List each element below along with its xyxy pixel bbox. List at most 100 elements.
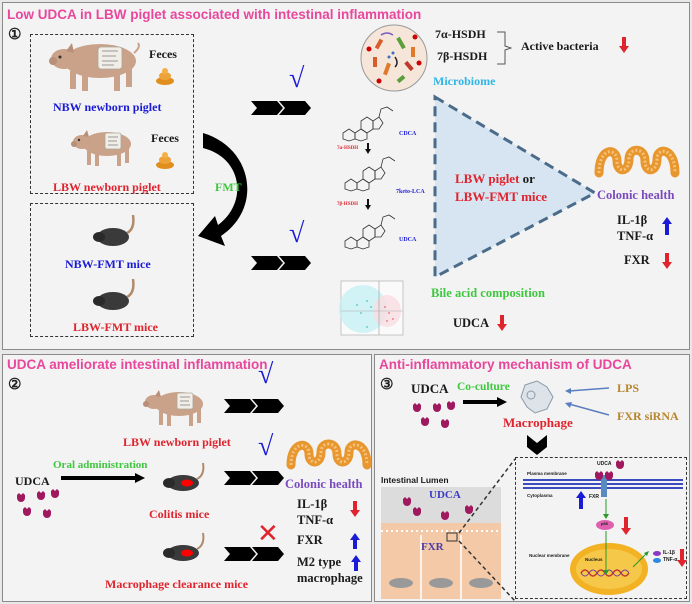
down-arrow-icon-bacteria bbox=[619, 37, 629, 53]
detail-tnfa-label: TNF-α bbox=[663, 557, 678, 563]
up-arrow-icon-m2 bbox=[351, 555, 361, 571]
detail-udca-label: UDCA bbox=[597, 461, 612, 467]
down-arrow-icon-p65 bbox=[621, 517, 631, 535]
colon-icon bbox=[594, 145, 680, 178]
udca-structure-icon bbox=[344, 214, 396, 250]
down-arrow-icon-cytokines-2 bbox=[350, 501, 360, 517]
panel-low-udca: Low UDCA in LBW piglet associated with i… bbox=[2, 2, 690, 350]
panel2-number: ② bbox=[8, 376, 22, 393]
plasma-membrane-label: Plasma membrane bbox=[527, 471, 567, 476]
nuclear-membrane-label: Nuclear membrane bbox=[529, 553, 570, 558]
hsdh-beta-label: 7β-HSDH bbox=[437, 49, 488, 63]
enzyme-label-1: 7α-HSDH bbox=[337, 146, 359, 151]
check-icon-3: √ bbox=[258, 359, 274, 390]
panel3-title: Anti-inflammatory mechanism of UDCA bbox=[379, 357, 632, 372]
nbw-piglet-label: NBW newborn piglet bbox=[53, 100, 162, 114]
cross-icon: ✕ bbox=[257, 519, 279, 548]
udca-label: UDCA bbox=[453, 316, 490, 330]
udca-label-3: UDCA bbox=[411, 381, 449, 396]
pca-plot-thumbnail bbox=[339, 280, 404, 336]
macrophage-clearance-label: Macrophage clearance mice bbox=[105, 577, 249, 591]
feces-icon-2 bbox=[156, 152, 174, 169]
nbw-mouse-icon bbox=[93, 214, 135, 246]
down-arrow-icon-udca bbox=[497, 315, 507, 331]
cdca-label: CDCA bbox=[399, 131, 417, 137]
panel3-number: ③ bbox=[380, 376, 394, 393]
nbw-fmt-mice-label: NBW-FMT mice bbox=[65, 257, 151, 271]
fxr-sirna-arrow-icon bbox=[565, 402, 610, 416]
detail-udca-molecule-icon bbox=[616, 460, 624, 469]
nucleus-icon bbox=[570, 543, 648, 595]
chevron-arrow-icon-5 bbox=[224, 547, 284, 561]
cdca-structure-icon bbox=[342, 106, 394, 142]
fxr-sirna-label: FXR siRNA bbox=[617, 409, 679, 423]
lumen-fxr-label: FXR bbox=[421, 541, 444, 553]
fmt-curved-arrow bbox=[198, 133, 248, 246]
tnfa-label-2: TNF-α bbox=[297, 513, 334, 527]
colonic-health-label-2: Colonic health bbox=[285, 477, 363, 491]
up-arrow-icon-cytokines bbox=[662, 217, 672, 235]
panel1-title: Low UDCA in LBW piglet associated with i… bbox=[7, 7, 422, 22]
enzyme-label-2: 7β-HSDH bbox=[337, 202, 358, 207]
down-arrow-icon-fxr bbox=[662, 253, 672, 269]
panel2-title: UDCA ameliorate intestinal inflammation bbox=[7, 357, 268, 372]
udca-structure-label: UDCA bbox=[399, 237, 417, 243]
colon-icon-2 bbox=[286, 439, 372, 470]
lbw-mouse-icon bbox=[93, 278, 135, 310]
colitis-mouse-icon bbox=[163, 462, 205, 491]
oral-admin-label: Oral administration bbox=[53, 459, 148, 471]
zoom-callout-lines bbox=[458, 458, 516, 602]
keto-lca-structure-icon bbox=[344, 156, 396, 192]
hsdh-alpha-label: 7α-HSDH bbox=[435, 27, 486, 41]
triangle-label-1: LBW piglet or bbox=[455, 171, 535, 187]
panel-anti-inflammatory-mechanism: Anti-inflammatory mechanism of UDCA ③ UD… bbox=[374, 354, 690, 602]
colonic-health-label: Colonic health bbox=[597, 188, 675, 202]
m2-type-label: M2 type bbox=[297, 555, 342, 569]
il1b-label: IL-1β bbox=[617, 213, 648, 227]
p65-label: p65 bbox=[601, 521, 608, 526]
intestinal-lumen-label: Intestinal Lumen bbox=[381, 475, 449, 485]
cytoplasm-label: Cytoplasma bbox=[527, 493, 553, 498]
down-arrow-icon-bile-1 bbox=[365, 143, 371, 154]
microbiome-icon bbox=[360, 24, 428, 92]
triangle-label-2: LBW-FMT mice bbox=[455, 189, 548, 204]
lbw-fmt-mice-label: LBW-FMT mice bbox=[73, 320, 158, 334]
up-arrow-icon-fxr-2 bbox=[350, 533, 360, 549]
nbw-piglet-icon bbox=[49, 42, 140, 91]
detail-il1b-label: IL-1β bbox=[663, 550, 675, 556]
fxr-label: FXR bbox=[624, 253, 650, 267]
p65-icon bbox=[596, 520, 614, 530]
lps-arrow-icon bbox=[565, 387, 610, 394]
bracket-icon bbox=[497, 31, 513, 65]
coculture-label: Co-culture bbox=[457, 381, 510, 393]
panel1-number: ① bbox=[8, 26, 22, 43]
down-arrow-icon-bile-2 bbox=[365, 199, 371, 210]
piglet-group-box bbox=[30, 34, 194, 194]
green-arrow-icon-1 bbox=[603, 499, 609, 519]
chevron-arrow-icon-3 bbox=[224, 399, 284, 413]
bile-acid-composition-label: Bile acid composition bbox=[431, 286, 545, 300]
keto-lca-label: 7keto-LCA bbox=[396, 189, 425, 195]
il1b-marker-icon bbox=[653, 551, 661, 556]
fmt-label: FMT bbox=[215, 180, 242, 194]
green-arrow-icon-2 bbox=[603, 531, 609, 575]
check-icon-2: √ bbox=[289, 218, 305, 249]
panel-udca-ameliorate: UDCA ameliorate intestinal inflammation … bbox=[2, 354, 372, 602]
macrophage-label-2: macrophage bbox=[297, 571, 363, 585]
chevron-arrow-icon-1 bbox=[251, 101, 311, 115]
lumen-udca-label: UDCA bbox=[429, 489, 461, 501]
tnfa-label: TNF-α bbox=[617, 229, 654, 243]
feces-label-2: Feces bbox=[151, 131, 179, 145]
down-arrow-icon-detail-cytokines bbox=[677, 549, 687, 567]
colitis-mice-label: Colitis mice bbox=[149, 507, 210, 521]
green-arrow-icon-3 bbox=[632, 551, 649, 568]
active-bacteria-label: Active bacteria bbox=[521, 39, 599, 53]
chevron-arrow-icon-2 bbox=[251, 256, 311, 270]
epithelium-cells bbox=[381, 530, 501, 599]
udca-molecules-icon bbox=[17, 489, 59, 518]
feces-icon-1 bbox=[156, 68, 174, 85]
lumen-udca-molecules-icon bbox=[403, 497, 473, 520]
tnfa-marker-icon bbox=[653, 558, 661, 563]
check-icon-4: √ bbox=[258, 431, 274, 462]
nucleus-label: Nucleus bbox=[585, 557, 603, 562]
